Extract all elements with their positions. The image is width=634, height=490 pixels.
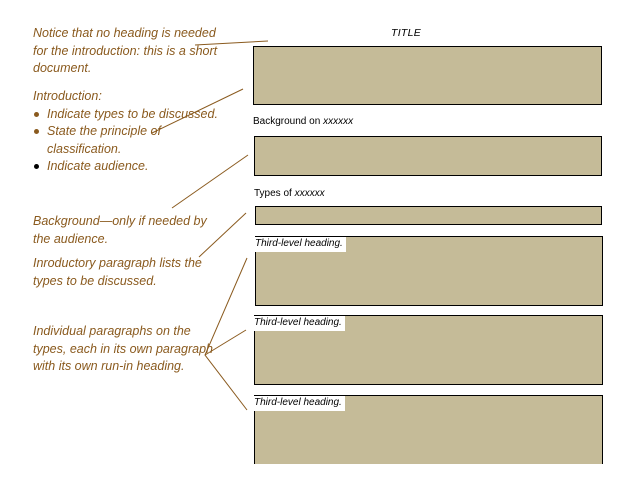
leader-line bbox=[198, 212, 247, 258]
leader-line bbox=[171, 154, 249, 209]
document-title: TITLE bbox=[391, 27, 422, 39]
note-individual-paragraphs: Individual paragraphs on the types, each… bbox=[33, 324, 213, 373]
bullet-icon bbox=[34, 111, 39, 117]
leader-line bbox=[194, 40, 269, 46]
note-introduction-list: Indicate types to be discussed. State th… bbox=[33, 106, 223, 176]
background-heading: Background on xxxxxx bbox=[253, 116, 354, 127]
types-heading: Types of xxxxxx bbox=[254, 188, 325, 199]
note-introduction-title: Introduction: bbox=[33, 89, 102, 103]
introductory-paragraph-block bbox=[255, 206, 602, 225]
background-block bbox=[254, 136, 602, 176]
list-item: Indicate audience. bbox=[33, 158, 223, 176]
leader-line bbox=[151, 88, 244, 134]
list-item: State the principle of classification. bbox=[33, 123, 223, 158]
bullet-icon bbox=[34, 129, 39, 134]
list-item: Indicate types to be discussed. bbox=[33, 106, 223, 124]
bullet-icon bbox=[34, 164, 39, 169]
note-introductory-paragraph: Inroductory paragraph lists the types to… bbox=[33, 256, 202, 288]
note-introduction: Introduction: Indicate types to be discu… bbox=[33, 88, 223, 176]
leader-line bbox=[204, 329, 247, 356]
note-no-heading: Notice that no heading is needed for the… bbox=[33, 26, 218, 75]
leader-line bbox=[204, 257, 248, 411]
third-level-heading: Third-level heading. bbox=[254, 396, 345, 411]
third-level-heading: Third-level heading. bbox=[255, 237, 346, 252]
third-level-heading: Third-level heading. bbox=[254, 316, 345, 331]
introduction-block bbox=[253, 46, 602, 105]
note-background: Background—only if needed by the audienc… bbox=[33, 214, 207, 246]
